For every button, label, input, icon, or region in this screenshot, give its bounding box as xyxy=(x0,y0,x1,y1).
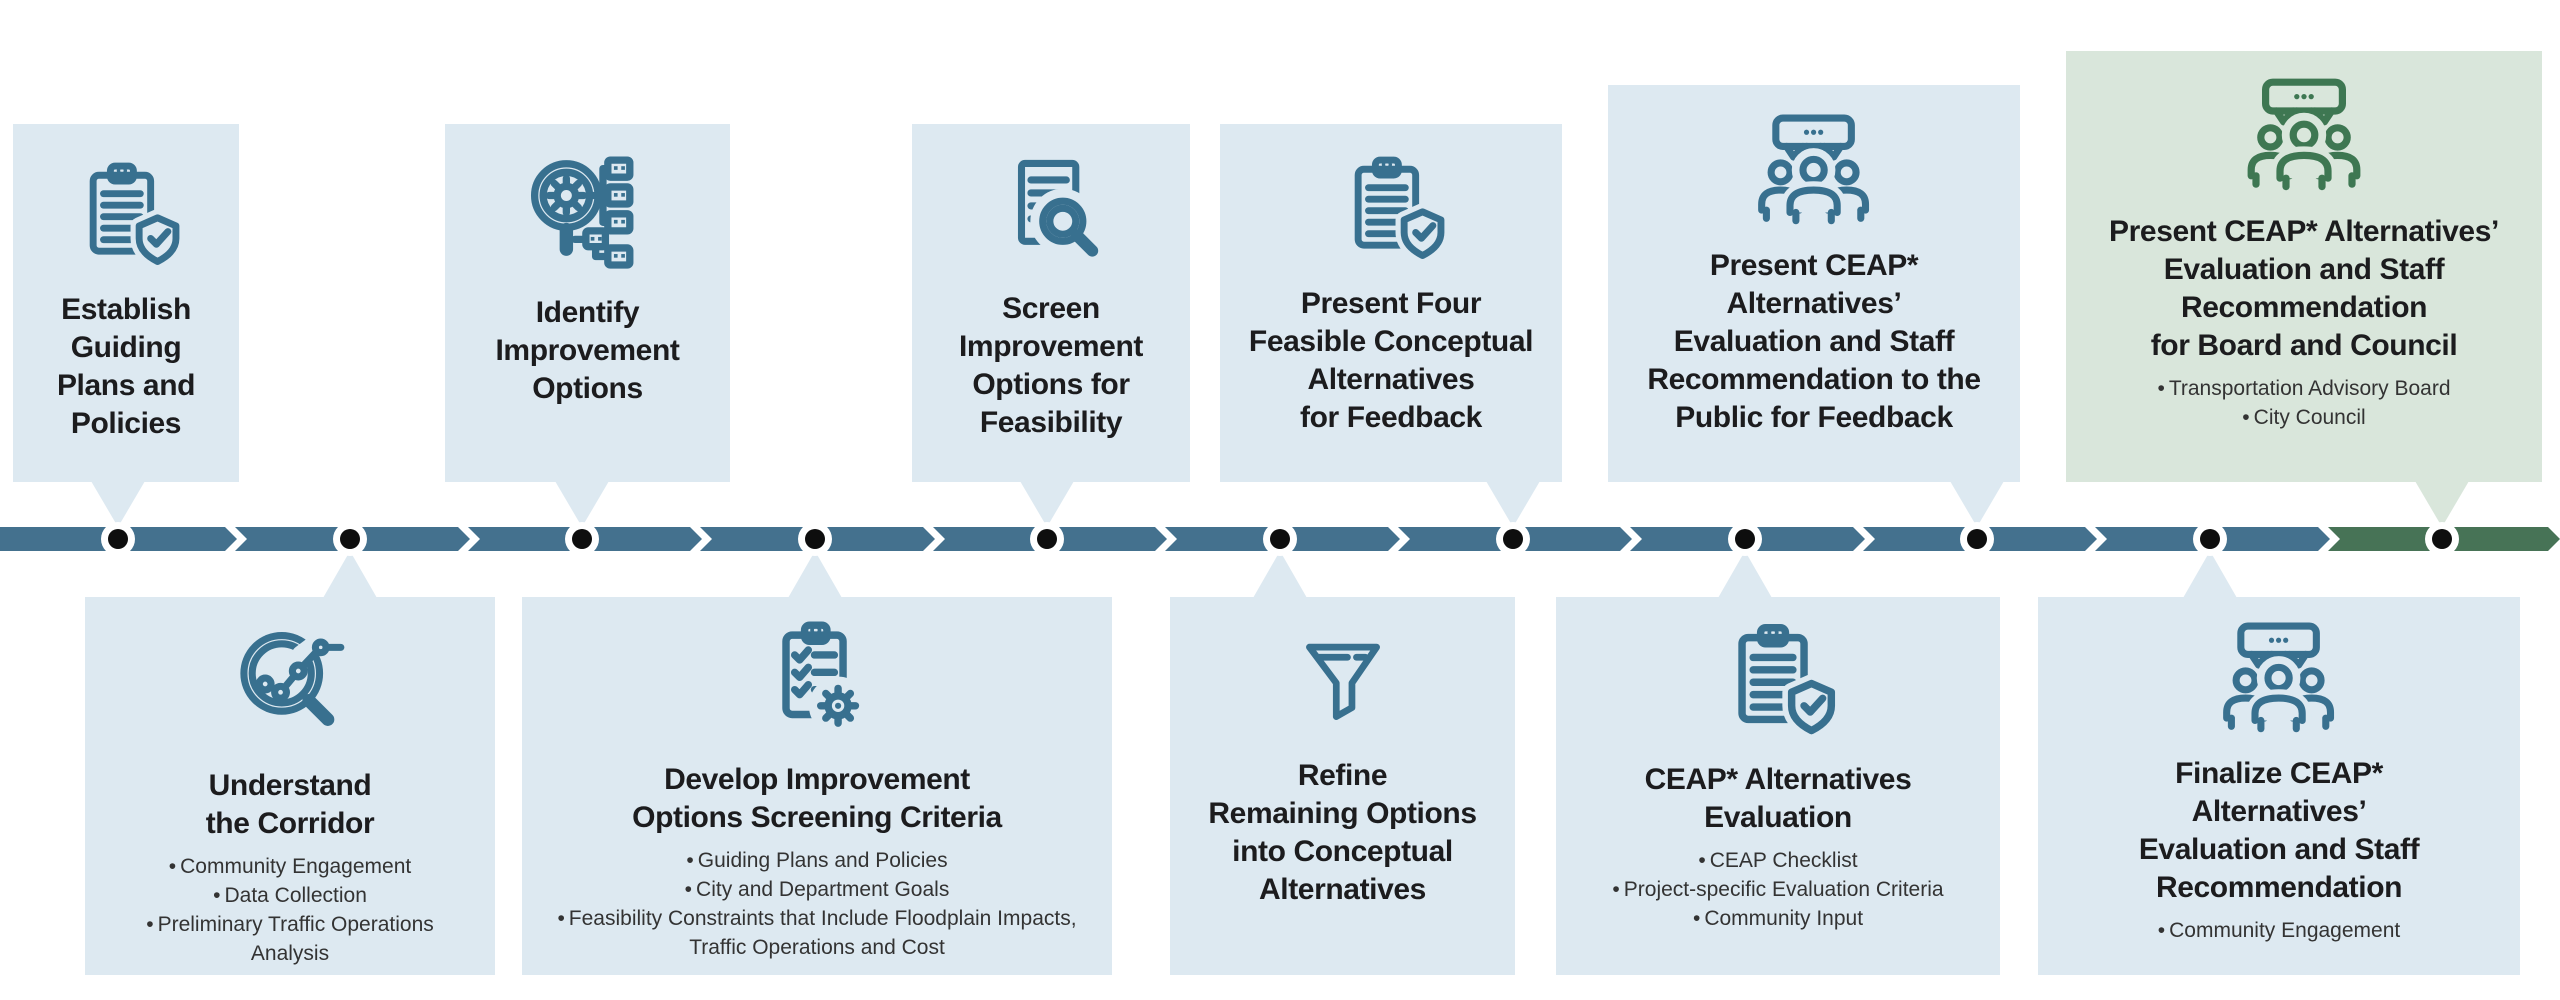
bullet-glyph: • xyxy=(2157,919,2166,942)
clipboard-shield-icon xyxy=(69,158,184,273)
clipboard-shield-icon xyxy=(1334,152,1449,267)
bullet-text: Community Input xyxy=(1704,907,1864,930)
bullet-item: •Community Engagement xyxy=(135,852,445,881)
bullet-text: Community Engagement xyxy=(2169,919,2401,942)
bullet-glyph: • xyxy=(686,849,694,872)
bullet-glyph: • xyxy=(2157,377,2165,400)
audience-presentation-icon xyxy=(2220,75,2388,195)
milestone-dot xyxy=(1967,529,1987,549)
step-title: Identify Improvement Options xyxy=(495,296,680,405)
step-bullets: •Community Engagement xyxy=(2158,916,2400,945)
milestone-dot xyxy=(805,529,825,549)
bullet-text: Transportation Advisory Board xyxy=(2168,377,2451,400)
bullet-item: •Feasibility Constraints that Include Fl… xyxy=(537,904,1097,962)
bullet-item: •Community Engagement xyxy=(2158,916,2400,945)
bullet-glyph: • xyxy=(146,913,154,936)
milestone-dot xyxy=(1037,529,1057,549)
step-box-9: Present CEAP* Alternatives’ Evaluation a… xyxy=(1608,85,2020,527)
bullet-item: •City Council xyxy=(2157,403,2450,432)
step-box-3: Identify Improvement Options xyxy=(445,124,730,527)
bullet-text: CEAP Checklist xyxy=(1709,849,1858,872)
milestone-dot xyxy=(1735,529,1755,549)
bullet-glyph: • xyxy=(684,878,693,901)
step-title: Establish Guiding Plans and Policies xyxy=(56,293,196,440)
bullet-text: Community Engagement xyxy=(180,855,412,878)
milestone-dot xyxy=(1503,529,1523,549)
bullet-text: Data Collection xyxy=(224,884,367,907)
step-box-6: Refine Remaining Options into Conceptual… xyxy=(1170,551,1515,975)
milestone-dot xyxy=(2432,529,2452,549)
bullet-glyph: • xyxy=(1612,878,1620,901)
bullet-glyph: • xyxy=(213,884,221,907)
bullet-glyph: • xyxy=(1698,849,1706,872)
bullet-item: •Community Input xyxy=(1612,904,1943,933)
bullet-glyph: • xyxy=(168,855,177,878)
step-box-7: Present Four Feasible Conceptual Alterna… xyxy=(1220,124,1562,527)
step-box-1: Establish Guiding Plans and Policies xyxy=(13,124,239,527)
step-box-4: Develop Improvement Options Screening Cr… xyxy=(522,551,1112,975)
magnifier-chart-icon xyxy=(225,619,355,749)
milestone-dot xyxy=(2200,529,2220,549)
step-title: Understand the Corridor xyxy=(205,769,375,840)
step-bullets: •Guiding Plans and Policies•City and Dep… xyxy=(537,846,1097,962)
step-box-8: CEAP* Alternatives Evaluation•CEAP Check… xyxy=(1556,551,2000,975)
funnel-icon xyxy=(1287,627,1399,739)
bullet-text: Feasibility Constraints that Include Flo… xyxy=(568,907,1077,959)
bullet-item: •Preliminary Traffic Operations Analysis xyxy=(135,910,445,968)
step-title: Screen Improvement Options for Feasibili… xyxy=(959,292,1143,439)
step-bullets: •Transportation Advisory Board•City Coun… xyxy=(2157,374,2450,432)
audience-presentation-icon xyxy=(2196,619,2361,737)
step-title: Present Four Feasible Conceptual Alterna… xyxy=(1248,287,1534,434)
step-title: Present CEAP* Alternatives’ Evaluation a… xyxy=(1647,249,1981,434)
step-bullets: •Community Engagement•Data Collection•Pr… xyxy=(135,852,445,968)
step-box-5: Screen Improvement Options for Feasibili… xyxy=(912,124,1190,527)
bullet-text: City Council xyxy=(2253,406,2366,429)
step-box-2: Understand the Corridor•Community Engage… xyxy=(85,551,495,975)
step-title: Refine Remaining Options into Conceptual… xyxy=(1208,759,1477,906)
bullet-glyph: • xyxy=(1692,907,1701,930)
bullet-text: Project-specific Evaluation Criteria xyxy=(1623,878,1944,901)
milestone-dot xyxy=(1270,529,1290,549)
bullet-text: Guiding Plans and Policies xyxy=(697,849,948,872)
bullet-item: •Data Collection xyxy=(135,881,445,910)
step-title: Develop Improvement Options Screening Cr… xyxy=(632,763,1002,834)
magnifier-gear-network-icon xyxy=(520,154,654,276)
milestone-dot xyxy=(340,529,360,549)
checklist-gear-icon xyxy=(755,619,879,743)
bullet-item: •CEAP Checklist xyxy=(1612,846,1943,875)
bullet-glyph: • xyxy=(2242,406,2250,429)
timeline-bar xyxy=(0,522,2560,556)
bullet-item: •City and Department Goals xyxy=(537,875,1097,904)
bullet-text: City and Department Goals xyxy=(696,878,950,901)
clipboard-shield-icon xyxy=(1716,619,1840,743)
bullet-glyph: • xyxy=(557,907,565,930)
document-search-icon xyxy=(992,154,1110,272)
bullet-item: •Project-specific Evaluation Criteria xyxy=(1612,875,1943,904)
audience-presentation-icon xyxy=(1731,111,1896,229)
step-box-11: Present CEAP* Alternatives’ Evaluation a… xyxy=(2066,51,2542,527)
milestone-dot xyxy=(108,529,128,549)
step-title: CEAP* Alternatives Evaluation xyxy=(1644,763,1912,834)
step-title: Present CEAP* Alternatives’ Evaluation a… xyxy=(2109,215,2499,362)
step-title: Finalize CEAP* Alternatives’ Evaluation … xyxy=(2138,757,2420,904)
bullet-item: •Guiding Plans and Policies xyxy=(537,846,1097,875)
step-box-10: Finalize CEAP* Alternatives’ Evaluation … xyxy=(2038,551,2520,975)
bullet-text: Preliminary Traffic Operations Analysis xyxy=(157,913,434,965)
milestone-dot xyxy=(572,529,592,549)
bullet-item: •Transportation Advisory Board xyxy=(2157,374,2450,403)
step-bullets: •CEAP Checklist•Project-specific Evaluat… xyxy=(1612,846,1943,933)
